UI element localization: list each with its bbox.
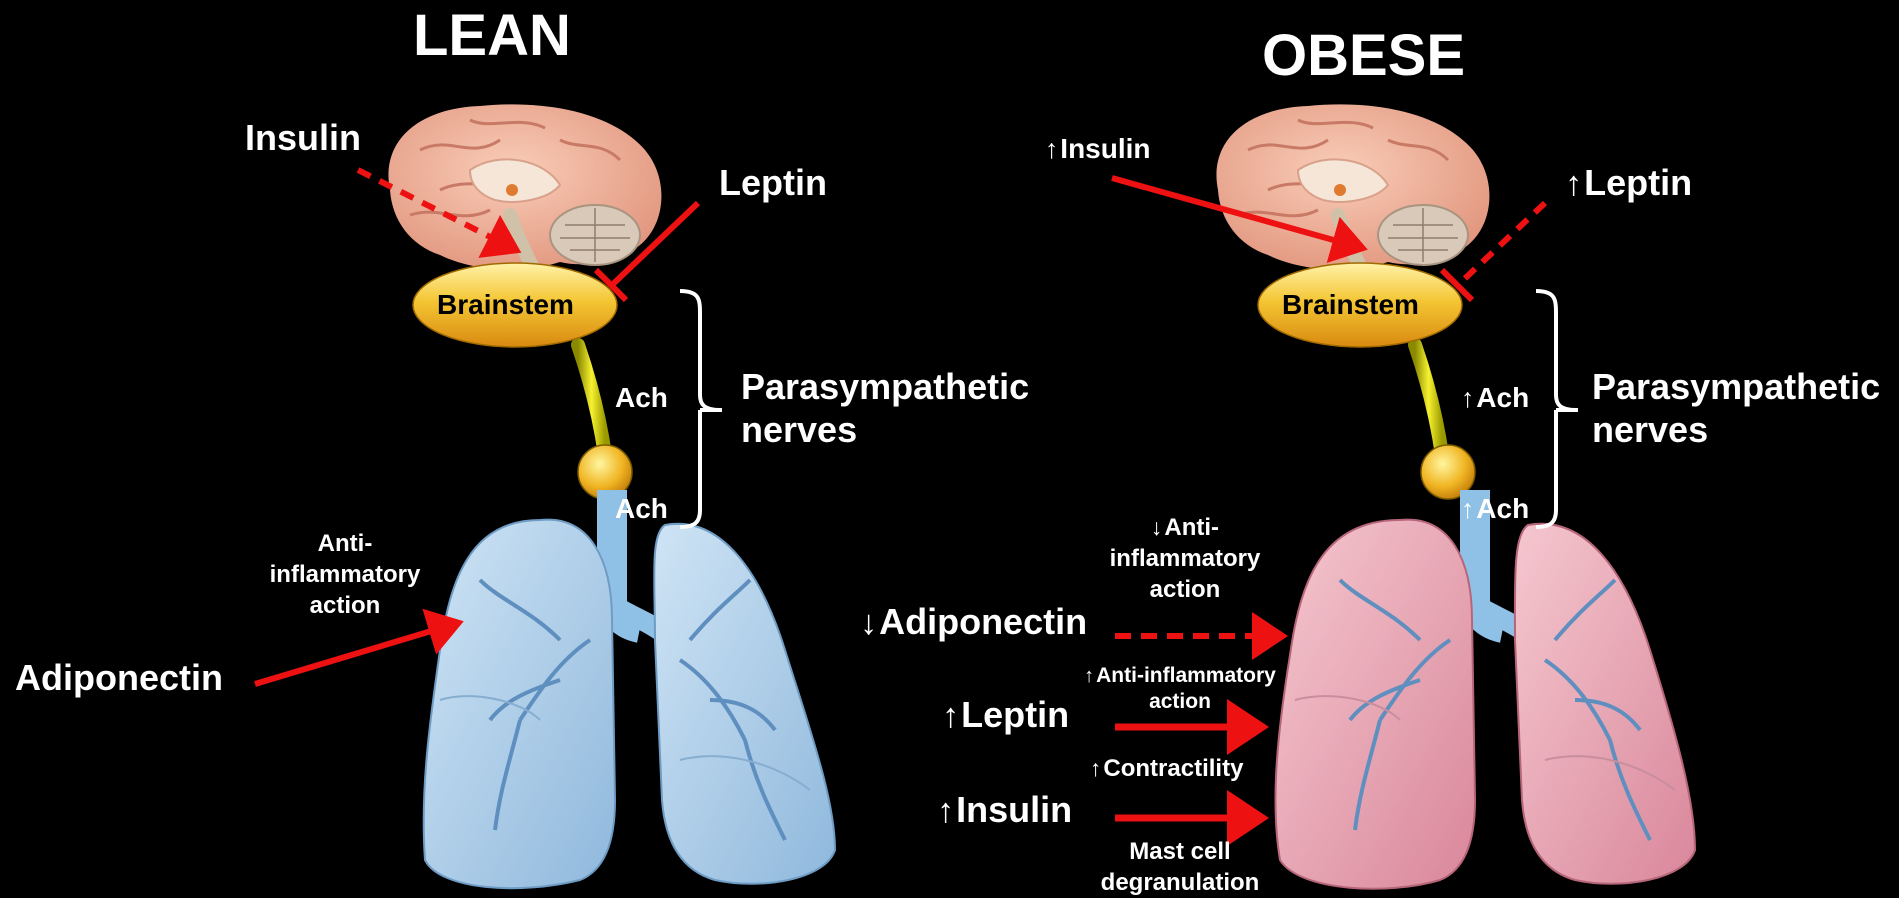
obese-mast-cell-note: Mast cell degranulation [1085,836,1275,898]
lean-adiponectin-label: Adiponectin [15,658,223,698]
up-arrow-icon: ↑ [1090,755,1101,781]
obese-brain-illustration [1216,104,1489,285]
obese-adiponectin-label: ↓Adiponectin [860,602,1087,643]
lean-anti-line1: Anti- [245,528,445,559]
up-arrow-icon: ↑ [1565,165,1582,203]
lean-lungs-illustration [424,490,835,888]
obese-anti-line1: ↓Anti- [1085,512,1285,543]
obese-title: OBESE [1262,24,1465,88]
lean-anti-inflammatory-note: Anti- inflammatory action [245,528,445,622]
lean-ach-upper-label: Ach [615,383,668,414]
obese-parasympathetic-label-line1: Parasympathetic [1592,367,1880,407]
up-arrow-icon: ↑ [1461,494,1474,524]
obese-insulin-label: ↑Insulin [1045,134,1151,165]
lean-panel [255,104,835,888]
up-arrow-icon: ↑ [942,697,959,735]
obese-brainstem-label: Brainstem [1282,289,1419,321]
obese-anti2-line1: ↑Anti-inflammatory [1075,663,1285,689]
obese-ach-lower-label: ↑Ach [1461,494,1529,525]
lean-leptin-label: Leptin [719,163,827,203]
obese-leptin-lung-label: ↑Leptin [942,695,1069,736]
obese-anti-inflammatory-note: ↓Anti- inflammatory action [1085,512,1285,606]
up-arrow-icon: ↑ [1045,134,1058,164]
up-arrow-icon: ↑ [937,792,954,830]
obese-leptin-label: ↑Leptin [1565,163,1692,204]
obese-vagus-nerve [1415,345,1442,455]
down-arrow-icon: ↓ [860,604,877,642]
obese-parasympathetic-bracket [1536,291,1578,527]
obese-anti-line2: inflammatory [1085,543,1285,574]
obese-mast-line1: Mast cell [1085,836,1275,867]
lean-title: LEAN [413,4,571,68]
obese-parasympathetic-label-line2: nerves [1592,410,1708,450]
down-arrow-icon: ↓ [1151,514,1162,540]
lean-parasympathetic-label-line2: nerves [741,410,857,450]
obese-anti-line3: action [1085,574,1285,605]
lean-anti-line2: inflammatory [245,559,445,590]
lean-adiponectin-arrow [255,623,458,684]
obese-contractility-label: ↑Contractility [1090,753,1243,784]
lean-brainstem-label: Brainstem [437,289,574,321]
obese-lungs-illustration [1275,490,1695,889]
obese-ach-upper-label: ↑Ach [1461,383,1529,414]
lean-insulin-label: Insulin [245,118,361,158]
up-arrow-icon: ↑ [1084,665,1094,687]
up-arrow-icon: ↑ [1461,383,1474,413]
obese-insulin-lung-label: ↑Insulin [937,790,1072,831]
lean-vagus-nerve [578,345,605,455]
lean-ach-lower-label: Ach [615,494,668,525]
lean-anti-line3: action [245,590,445,621]
lean-parasympathetic-label-line1: Parasympathetic [741,367,1029,407]
obese-anti2-line2: action [1075,689,1285,715]
lean-parasympathetic-bracket [680,291,722,527]
obese-anti-inflammatory-note-2: ↑Anti-inflammatory action [1075,663,1285,716]
lean-brain-illustration [388,104,661,285]
obese-mast-line2: degranulation [1085,867,1275,898]
